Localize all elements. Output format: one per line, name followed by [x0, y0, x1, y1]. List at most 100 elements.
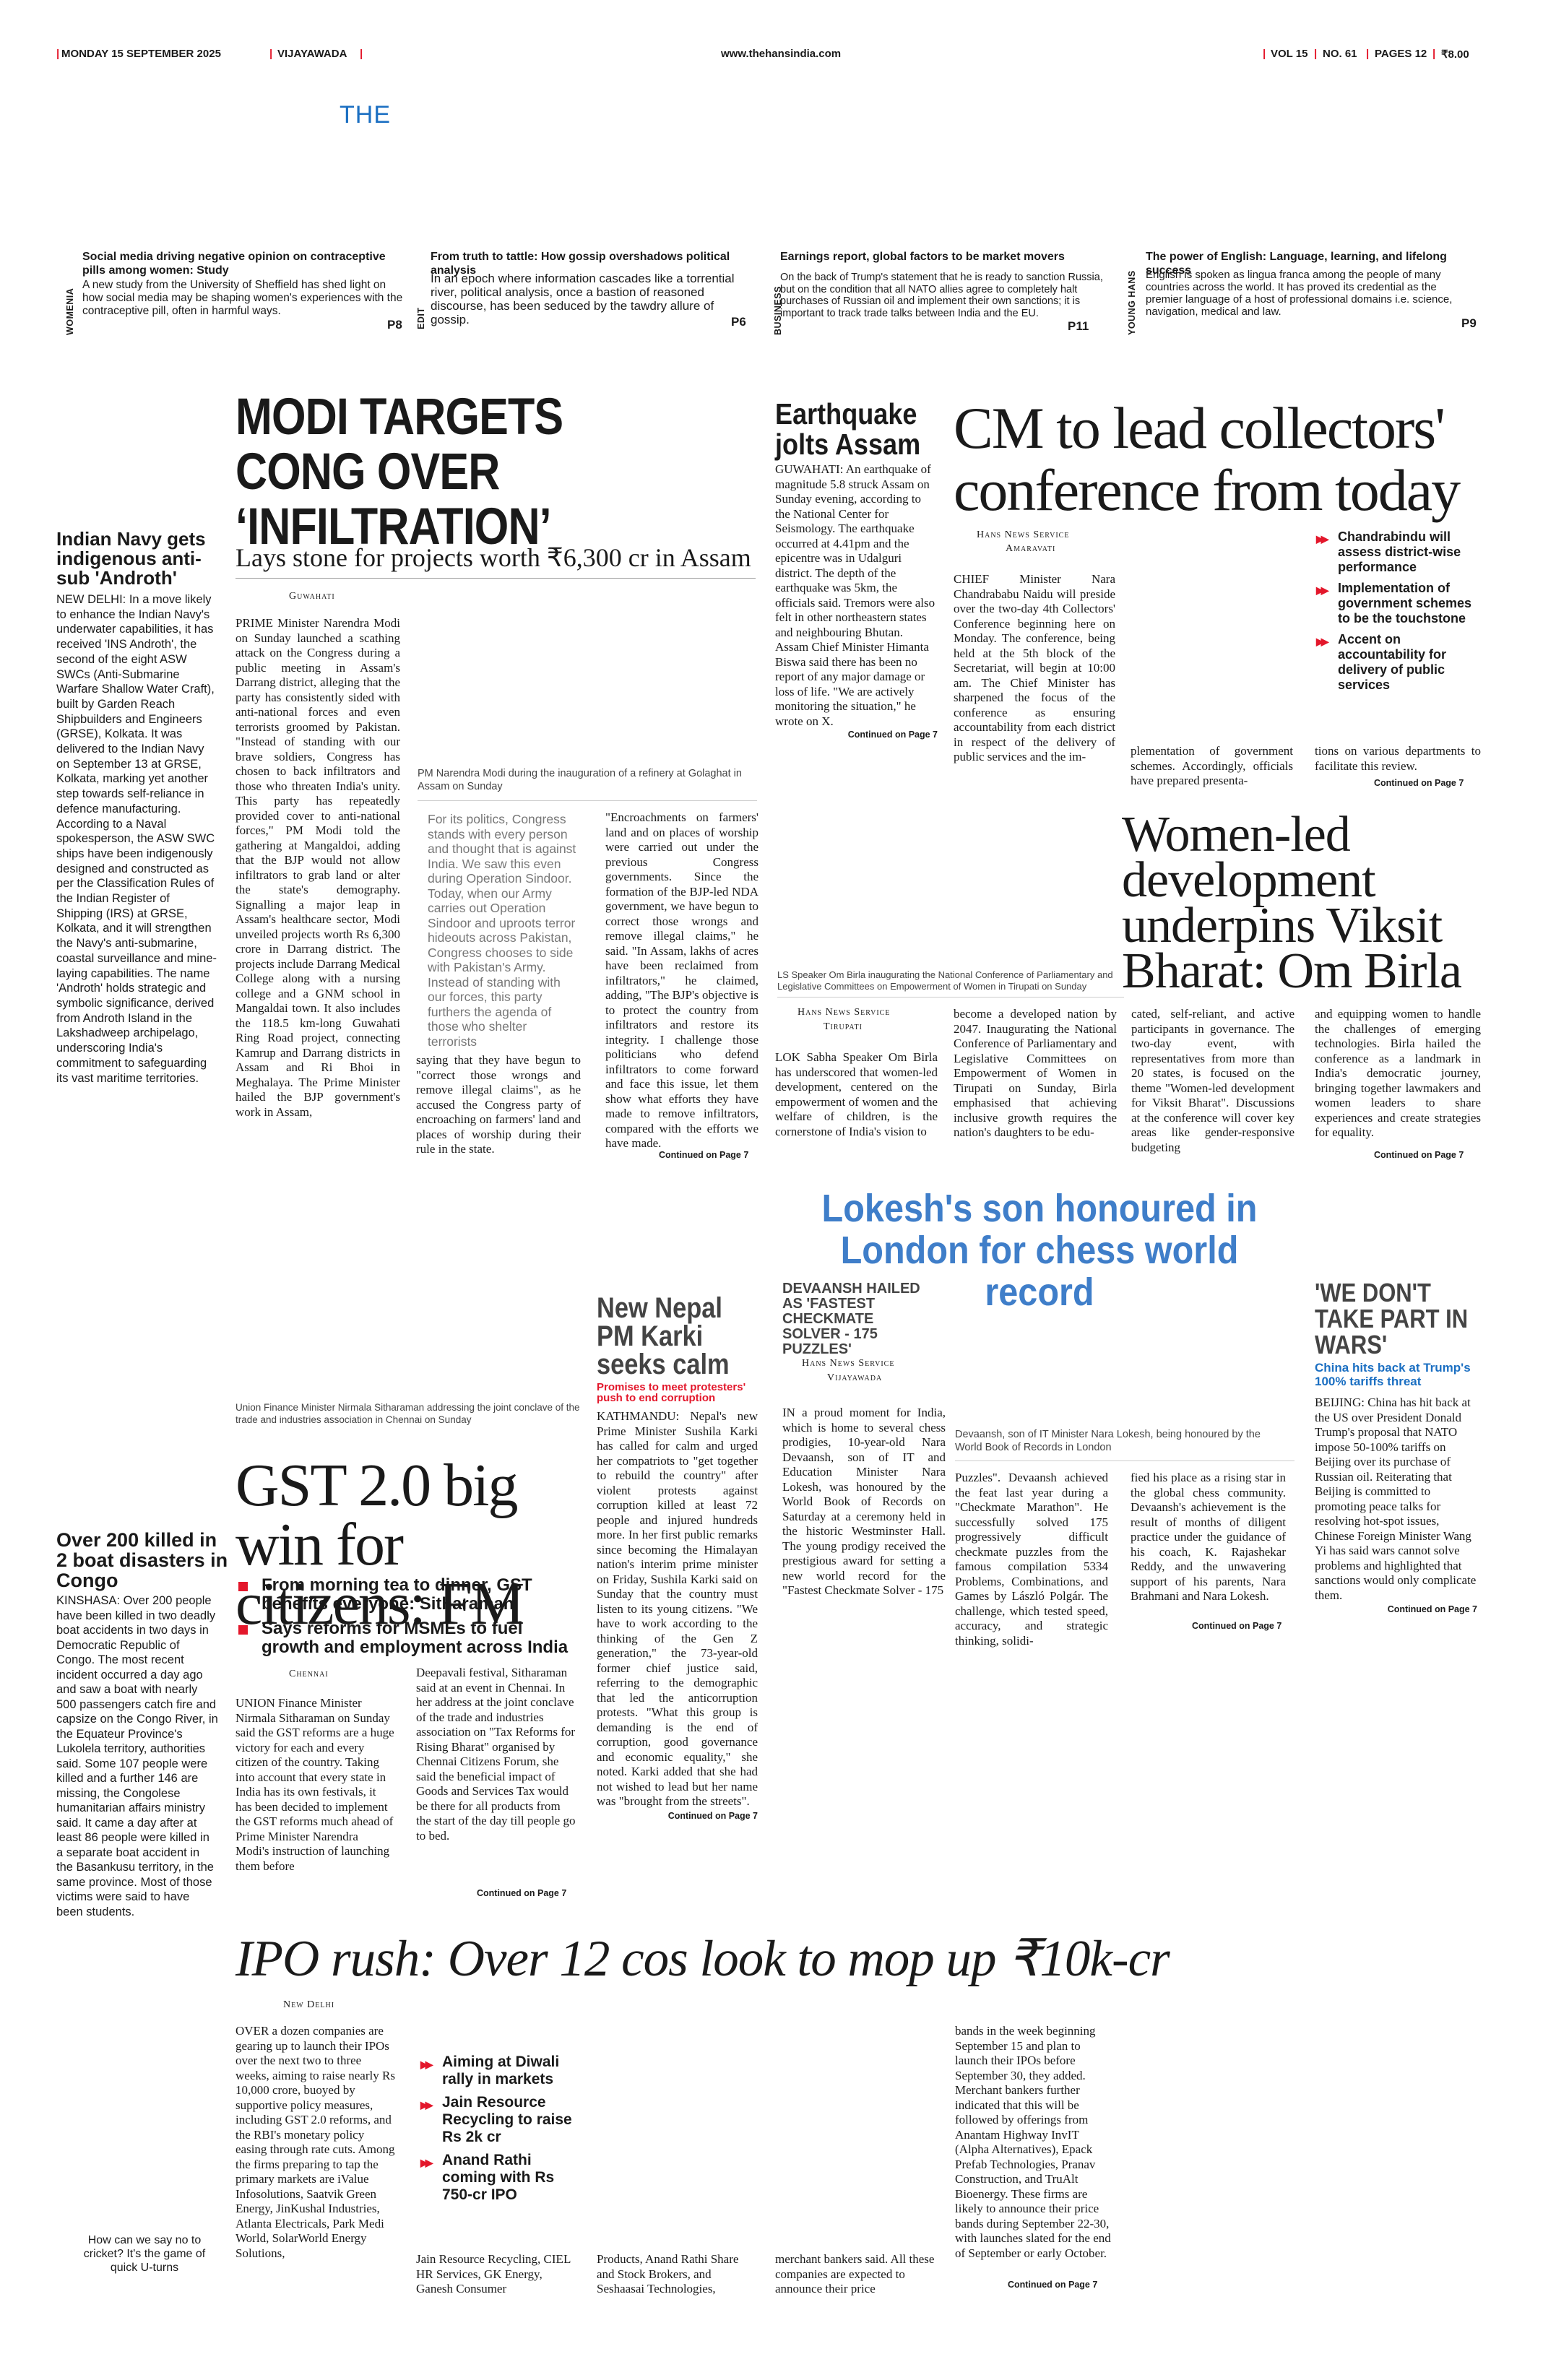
modi-caption-rule	[418, 800, 757, 801]
ipo-col3: Products, Anand Rathi Share and Stock Br…	[597, 2252, 739, 2295]
birla-photo-caption: LS Speaker Om Birla inaugurating the Nat…	[777, 969, 1113, 992]
gst-dateline: Chennai	[289, 1669, 329, 1679]
teaser-title: Social media driving negative opinion on…	[82, 251, 386, 277]
cartoon-caption: How can we say no to cricket? It's the g…	[83, 2234, 206, 2274]
lokesh-col3: fied his place as a rising star in the g…	[1131, 1471, 1286, 1603]
birla-dateline-place: Tirupati	[824, 1021, 863, 1032]
teaser-business[interactable]: BUSINESS Earnings report, global factors…	[764, 250, 1118, 337]
lokesh-dateline-place: Vijayawada	[827, 1372, 883, 1383]
congo-headline: Over 200 killed in 2 boat disasters in C…	[56, 1529, 228, 1591]
lokesh-col1: IN a proud moment for India, which is ho…	[782, 1406, 946, 1597]
ipo-dateline: New Delhi	[283, 1999, 335, 2010]
ipo-col5: bands in the week beginning September 15…	[955, 2024, 1111, 2260]
modi-subhead-rule	[235, 578, 756, 579]
quake-headline: Earthquake jolts Assam	[775, 397, 921, 461]
teaser-section-label: WOMENIA	[65, 287, 75, 335]
nepal-headline: New Nepal PM Karki seeks calm	[597, 1292, 730, 1380]
nepal-subhead: Promises to meet protesters' push to end…	[597, 1381, 746, 1404]
modi-subhead: Lays stone for projects worth ₹6,300 cr …	[235, 543, 751, 572]
teaser-section-label: EDIT	[416, 307, 426, 329]
teaser-strip: WOMENIA Social media driving negative op…	[56, 250, 1483, 337]
china-headline: 'WE DON'T TAKE PART IN WARS'	[1315, 1278, 1469, 1359]
teaser-title: Earnings report, global factors to be ma…	[780, 251, 1065, 263]
quake-body: GUWAHATI: An earthquake of magnitude 5.8…	[775, 462, 935, 728]
congo-body: KINSHASA: Over 200 people have been kill…	[56, 1594, 218, 1918]
nepal-continued[interactable]: Continued on Page 7	[667, 1810, 758, 1821]
teaser-text: On the back of Trump's statement that he…	[780, 272, 1103, 319]
birla-col4: and equipping women to handle the challe…	[1315, 1007, 1481, 1139]
gst-bullets: From morning tea to dinner, GST benefits…	[238, 1576, 585, 1663]
china-body: BEIJING: China has hit back at the US ov…	[1315, 1395, 1477, 1602]
ipo-headline: IPO rush: Over 12 cos look to mop up ₹10…	[235, 1931, 1170, 1987]
ipo-bullet: ▶▶Jain Resource Recycling to raise Rs 2k…	[420, 2094, 572, 2145]
cm-bullets: ▶▶Chandrabindu will assess district-wise…	[1316, 529, 1482, 698]
lokesh-kicker: DEVAANSH HAILED AS 'FASTEST CHECKMATE SO…	[782, 1281, 920, 1357]
cm-bullet: ▶▶Chandrabindu will assess district-wise…	[1316, 529, 1461, 574]
birla-dateline-source: Hans News Service	[798, 1007, 891, 1018]
lokesh-photo-caption: Devaansh, son of IT Minister Nara Lokesh…	[955, 1429, 1261, 1453]
teaser-title: The power of English: Language, learning…	[1146, 251, 1447, 277]
website-link[interactable]: www.thehansindia.com	[721, 48, 842, 60]
lokesh-headline: Lokesh's son honoured in London for ches…	[821, 1187, 1258, 1314]
teaser-page: P6	[731, 315, 746, 329]
modi-dateline: Guwahati	[289, 591, 335, 602]
issue-date: MONDAY 15 SEPTEMBER 2025	[61, 48, 221, 60]
price: ₹8.00	[1441, 48, 1469, 61]
teaser-text: In an epoch where information cascades l…	[431, 272, 735, 326]
quake-story: Earthquake jolts Assam GUWAHATI: An eart…	[775, 399, 938, 740]
navy-story: Indian Navy gets indigenous anti-sub 'An…	[56, 529, 219, 1086]
ipo-col1: OVER a dozen companies are gearing up to…	[235, 2024, 395, 2260]
ipo-bullet: ▶▶Anand Rathi coming with Rs 750-cr IPO	[420, 2152, 555, 2203]
teaser-womenia[interactable]: WOMENIA Social media driving negative op…	[56, 250, 410, 337]
issue-city: VIJAYAWADA	[277, 48, 347, 60]
lokesh-dateline-source: Hans News Service	[802, 1358, 895, 1369]
ipo-col2: Jain Resource Recycling, CIEL HR Service…	[416, 2252, 571, 2295]
logo-the: THE	[340, 101, 391, 129]
china-subhead: China hits back at Trump's 100% tariffs …	[1315, 1361, 1471, 1388]
navy-body: NEW DELHI: In a move likely to enhance t…	[56, 593, 217, 1085]
cm-bullet: ▶▶Implementation of government schemes t…	[1316, 581, 1472, 626]
birla-continued[interactable]: Continued on Page 7	[1374, 1150, 1464, 1160]
china-continued[interactable]: Continued on Page 7	[1387, 1604, 1477, 1614]
gst-continued[interactable]: Continued on Page 7	[477, 1888, 567, 1898]
issue-number: NO. 61	[1323, 48, 1357, 60]
modi-continued[interactable]: Continued on Page 7	[659, 1150, 749, 1160]
cm-col1: CHIEF Minister Nara Chandrababu Naidu wi…	[954, 572, 1115, 763]
birla-caption-rule	[777, 997, 1124, 998]
gst-bullet: Says reforms for MSMEs to fuel growth an…	[238, 1619, 585, 1657]
modi-col2: saying that they have begun to "correct …	[416, 1053, 581, 1156]
birla-col3: cated, self-reliant, and active particip…	[1131, 1007, 1295, 1154]
china-story: 'WE DON'T TAKE PART IN WARS' China hits …	[1315, 1278, 1477, 1615]
birla-col1: LOK Sabha Speaker Om Birla has underscor…	[775, 1050, 938, 1138]
gst-photo-caption: Union Finance Minister Nirmala Sitharama…	[235, 1402, 580, 1425]
modi-pullquote: For its politics, Congress stands with e…	[428, 812, 576, 1049]
gst-bullet: From morning tea to dinner, GST benefits…	[238, 1576, 585, 1614]
lokesh-col2: Puzzles". Devaansh achieved the feat las…	[955, 1471, 1108, 1648]
gst-col1: UNION Finance Minister Nirmala Sitharama…	[235, 1696, 394, 1873]
teaser-edit[interactable]: EDIT From truth to tattle: How gossip ov…	[410, 250, 764, 337]
congo-story: Over 200 killed in 2 boat disasters in C…	[56, 1530, 228, 1919]
page-count: PAGES 12	[1375, 48, 1427, 60]
cm-headline: CM to lead collectors' conference from t…	[954, 395, 1461, 523]
teaser-text: A new study from the University of Sheff…	[82, 279, 403, 317]
masthead-bar: | MONDAY 15 SEPTEMBER 2025 | VIJAYAWADA …	[56, 48, 1469, 61]
modi-headline: MODI TARGETS CONG OVER ‘INFILTRATION’	[235, 389, 563, 555]
cm-continued[interactable]: Continued on Page 7	[1374, 778, 1464, 788]
cm-col3: tions on various departments to facilita…	[1315, 744, 1481, 773]
nepal-story: New Nepal PM Karki seeks calm Promises t…	[597, 1294, 758, 1821]
quake-continued[interactable]: Continued on Page 7	[847, 730, 938, 740]
teaser-text: English is spoken as lingua franca among…	[1146, 269, 1453, 318]
cm-dateline-place: Amaravati	[1006, 543, 1056, 554]
cm-bullet: ▶▶Accent on accountability for delivery …	[1316, 632, 1447, 692]
teaser-page: P11	[1068, 319, 1089, 333]
ipo-continued[interactable]: Continued on Page 7	[1008, 2280, 1098, 2290]
teaser-section-label: YOUNG HANS	[1127, 270, 1137, 335]
lokesh-continued[interactable]: Continued on Page 7	[1192, 1621, 1282, 1631]
teaser-title: From truth to tattle: How gossip oversha…	[431, 251, 730, 277]
ipo-bullets: ▶▶Aiming at Diwali rally in markets ▶▶Ja…	[420, 2054, 572, 2210]
navy-headline: Indian Navy gets indigenous anti-sub 'An…	[56, 528, 206, 589]
modi-photo-caption: PM Narendra Modi during the inauguration…	[418, 768, 742, 792]
cm-col2: plementation of government schemes. Acco…	[1131, 744, 1293, 787]
teaser-young-hans[interactable]: YOUNG HANS The power of English: Languag…	[1118, 250, 1483, 337]
birla-headline: Women-led development underpins Viksit B…	[1122, 807, 1462, 999]
